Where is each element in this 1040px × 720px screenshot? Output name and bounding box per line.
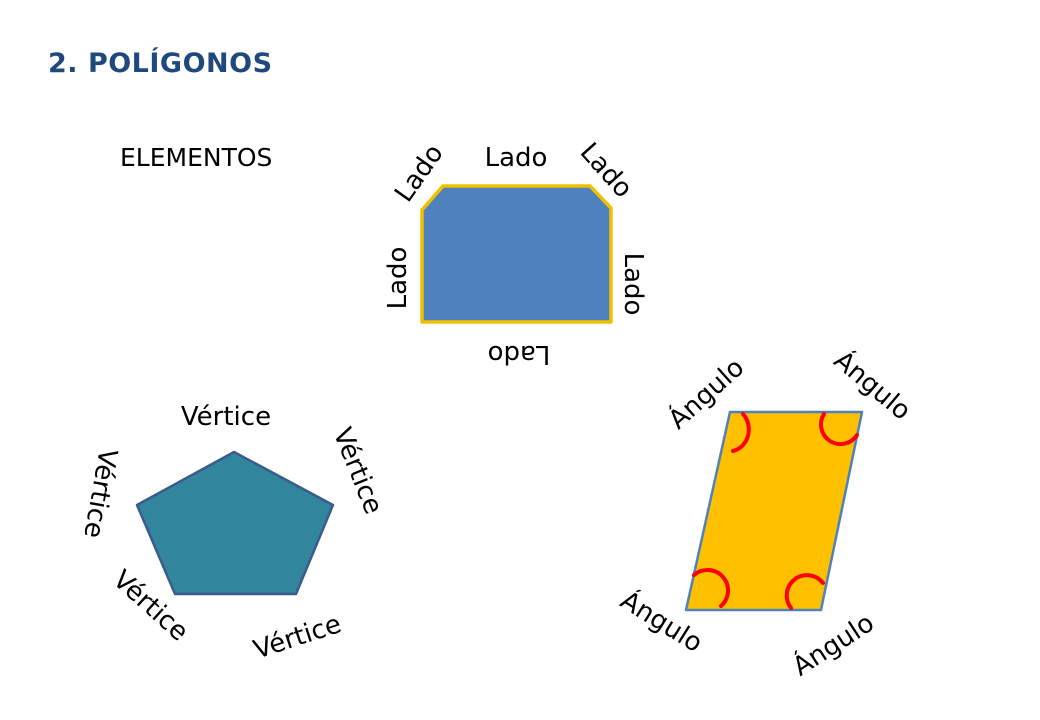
angle-arc-top-right xyxy=(818,412,859,446)
vertex-label-bottom-right: Vértice xyxy=(250,609,345,665)
angles-figure: Ángulo Ángulo Ángulo Ángulo xyxy=(615,344,918,683)
parallelogram-shape xyxy=(684,410,864,612)
angle-arc-bottom-left xyxy=(692,567,731,608)
side-label-right: Lado xyxy=(618,253,648,316)
vertices-figure: Vértice Vértice Vértice Vértice Vértice xyxy=(77,402,388,666)
pentagon-shape xyxy=(135,450,335,596)
section-subtitle: ELEMENTOS xyxy=(120,143,273,172)
angle-label-bottom-right: Ángulo xyxy=(786,606,879,682)
vertex-label-left: Vértice xyxy=(77,446,122,540)
page-title: 2. POLÍGONOS xyxy=(48,48,273,79)
angle-arc-bottom-right xyxy=(784,573,825,610)
angle-arc-top-left xyxy=(731,412,751,453)
side-label-top: Lado xyxy=(485,143,548,173)
sides-polygon xyxy=(420,184,613,324)
vertex-label-top: Vértice xyxy=(181,402,271,432)
side-label-bottom: Lado xyxy=(488,339,551,369)
sides-figure: Lado Lado Lado Lado Lado Lado xyxy=(383,137,648,369)
vertex-label-right: Vértice xyxy=(327,424,389,519)
side-label-left: Lado xyxy=(383,247,413,310)
